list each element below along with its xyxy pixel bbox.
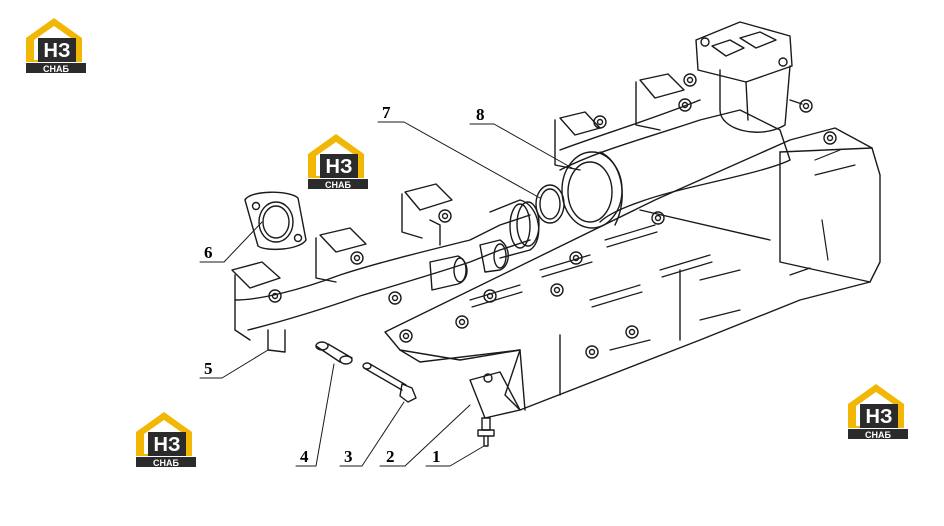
- svg-text:СНАБ: СНАБ: [865, 430, 891, 440]
- rear-manifold: [554, 21, 813, 229]
- front-manifold: [231, 183, 540, 353]
- brand-logo-top-left: НЗ СНАБ: [24, 16, 88, 74]
- part-label-1: 1: [432, 447, 441, 466]
- house-logo-icon: НЗ СНАБ: [308, 134, 368, 190]
- svg-text:СНАБ: СНАБ: [325, 180, 351, 190]
- part-label-2: 2: [386, 447, 395, 466]
- house-logo-icon: НЗ СНАБ: [136, 412, 196, 468]
- seal-ring: [535, 184, 565, 224]
- svg-text:СНАБ: СНАБ: [43, 64, 69, 74]
- part-label-6: 6: [204, 243, 213, 262]
- brand-logo-right: НЗ СНАБ: [846, 382, 910, 440]
- small-bolt: [477, 417, 495, 447]
- part-label-4: 4: [300, 447, 309, 466]
- long-bolt: [362, 362, 417, 403]
- part-label-8: 8: [476, 105, 485, 124]
- part-label-7: 7: [382, 103, 391, 122]
- brand-logo-bottom-left: НЗ СНАБ: [134, 410, 198, 468]
- brand-logo-center: НЗ СНАБ: [306, 132, 370, 190]
- spacer-sleeve: [315, 341, 353, 365]
- svg-text:СНАБ: СНАБ: [153, 458, 179, 468]
- svg-text:НЗ: НЗ: [326, 156, 353, 178]
- heat-shield: [384, 127, 881, 419]
- leader-lines: [199, 121, 573, 467]
- svg-text:НЗ: НЗ: [866, 406, 893, 428]
- svg-text:НЗ: НЗ: [44, 40, 71, 62]
- part-numbers: 1 2 3 4 5 6 7 8: [204, 103, 485, 466]
- part-label-5: 5: [204, 359, 213, 378]
- svg-text:НЗ: НЗ: [154, 434, 181, 456]
- house-logo-icon: НЗ СНАБ: [26, 18, 86, 74]
- house-logo-icon: НЗ СНАБ: [848, 384, 908, 440]
- gasket: [244, 191, 307, 251]
- part-label-3: 3: [344, 447, 353, 466]
